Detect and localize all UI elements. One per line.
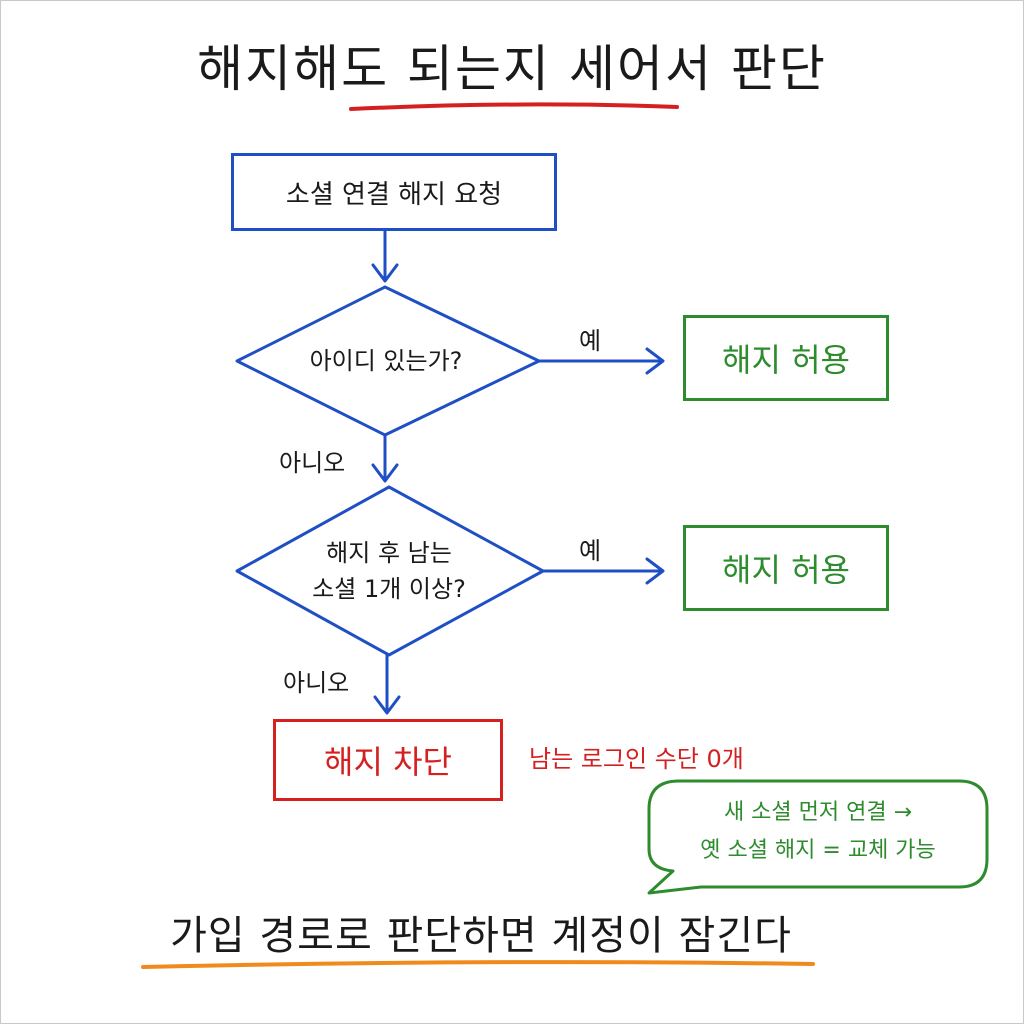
decision2-text-line1: 해지 후 남는 <box>326 539 452 567</box>
diagram-title: 해지해도 되는지 세어서 판단 <box>197 40 827 98</box>
start-box: 소셜 연결 해지 요청 <box>231 153 557 231</box>
decision2-text: 해지 후 남는 소셜 1개 이상? <box>269 535 509 607</box>
start-box-label: 소셜 연결 해지 요청 <box>285 179 503 210</box>
speech-bubble <box>647 779 989 895</box>
footer-caption: 가입 경로로 판단하면 계정이 잠긴다 <box>170 913 792 959</box>
title-underline <box>349 102 679 111</box>
decision2-no-label: 아니오 <box>283 669 350 697</box>
footer-underline <box>141 960 815 969</box>
decision2-diamond <box>235 485 545 657</box>
decision2-yes-label: 예 <box>579 537 602 565</box>
bubble-line2: 옛 소셜 해지 = 교체 가능 <box>700 838 936 863</box>
decision1-text: 아이디 있는가? <box>309 347 463 375</box>
decision1-no-label: 아니오 <box>279 449 346 477</box>
decision2-result-label: 해지 허용 <box>722 551 850 589</box>
decision1-result-label: 해지 허용 <box>722 341 850 379</box>
decision1-yes-label: 예 <box>579 327 602 355</box>
bubble-line1: 새 소셜 먼저 연결 → <box>723 800 913 825</box>
blocked-box-label: 해지 차단 <box>324 743 452 781</box>
decision2-text-line2: 소셜 1개 이상? <box>312 575 466 603</box>
decision1-result-box: 해지 허용 <box>683 315 889 401</box>
blocked-box: 해지 차단 <box>273 719 503 801</box>
bubble-text: 새 소셜 먼저 연결 → 옛 소셜 해지 = 교체 가능 <box>649 794 987 870</box>
blocked-note: 남는 로그인 수단 0개 <box>529 745 744 773</box>
decision2-result-box: 해지 허용 <box>683 525 889 611</box>
